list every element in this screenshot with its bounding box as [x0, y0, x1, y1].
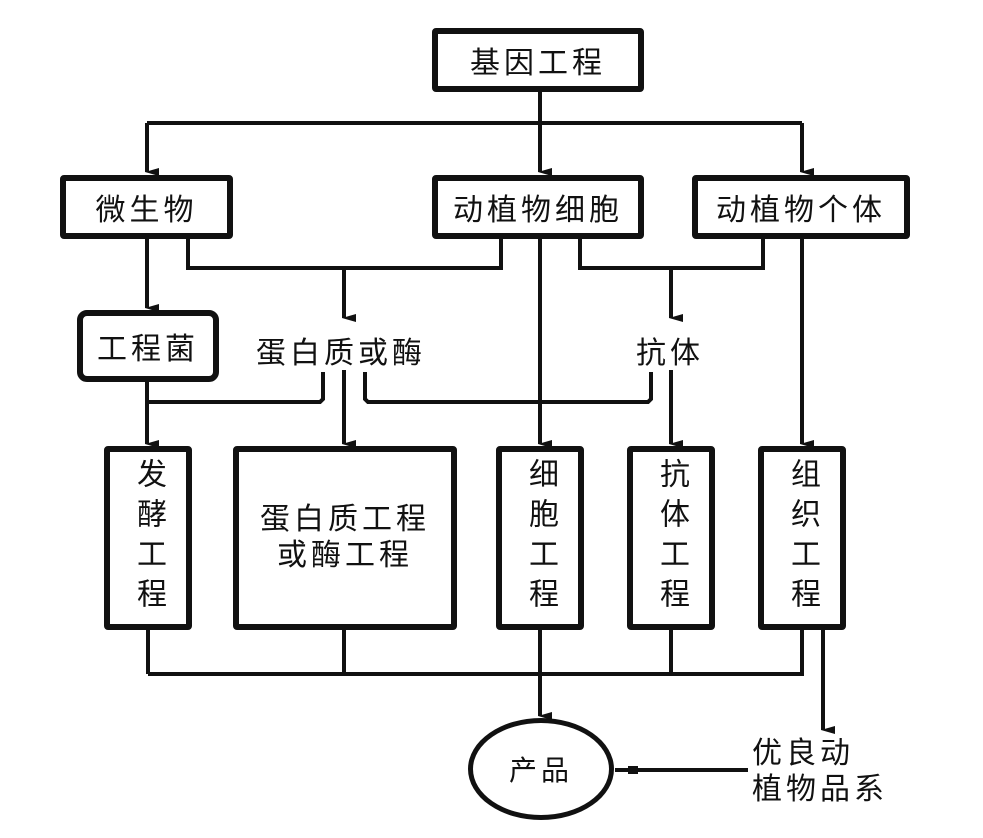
connector — [186, 236, 503, 270]
root-label: 基因工程 — [470, 46, 606, 81]
protein-engineering-label: 蛋白质工程 — [260, 502, 430, 537]
protein-or-enzyme-label: 蛋白质或酶 — [256, 336, 426, 371]
box-engineered-bacteria: 工程菌 — [77, 310, 219, 382]
engineered-bacteria-label: 工程菌 — [97, 332, 199, 367]
connector — [148, 628, 804, 676]
box-tissue-engineering: 组织工程 — [758, 446, 846, 630]
tissue-engineering-label: 组织工程 — [785, 458, 820, 618]
superior-breed-label: 优良动 植物品系 — [752, 736, 888, 808]
box-protein-enzyme-engineering: 蛋白质工程 或酶工程 — [233, 446, 457, 630]
antibody-label: 抗体 — [636, 336, 704, 371]
microbe-label: 微生物 — [95, 193, 198, 228]
box-organisms: 动植物个体 — [692, 175, 910, 239]
box-fermentation-engineering: 发酵工程 — [104, 446, 192, 630]
breed-line-2: 植物品系 — [752, 772, 888, 807]
connector — [147, 372, 325, 404]
organisms-label: 动植物个体 — [716, 193, 886, 228]
root-box-gene-engineering: 基因工程 — [432, 28, 644, 92]
connector — [363, 372, 653, 404]
box-antibody-engineering: 抗体工程 — [627, 446, 715, 630]
connector — [578, 236, 765, 270]
box-cells: 动植物细胞 — [432, 175, 644, 239]
product-label: 产品 — [508, 754, 573, 787]
fermentation-label: 发酵工程 — [131, 458, 166, 618]
enzyme-engineering-label: 或酶工程 — [277, 538, 413, 573]
product-oval: 产品 — [468, 718, 614, 820]
cells-label: 动植物细胞 — [453, 193, 623, 228]
box-microbe: 微生物 — [60, 175, 233, 239]
box-cell-engineering: 细胞工程 — [496, 446, 584, 630]
arrow-head — [628, 766, 638, 774]
antibody-engineering-label: 抗体工程 — [654, 458, 689, 618]
cell-engineering-label: 细胞工程 — [523, 458, 558, 618]
breed-line-1: 优良动 — [752, 736, 854, 771]
